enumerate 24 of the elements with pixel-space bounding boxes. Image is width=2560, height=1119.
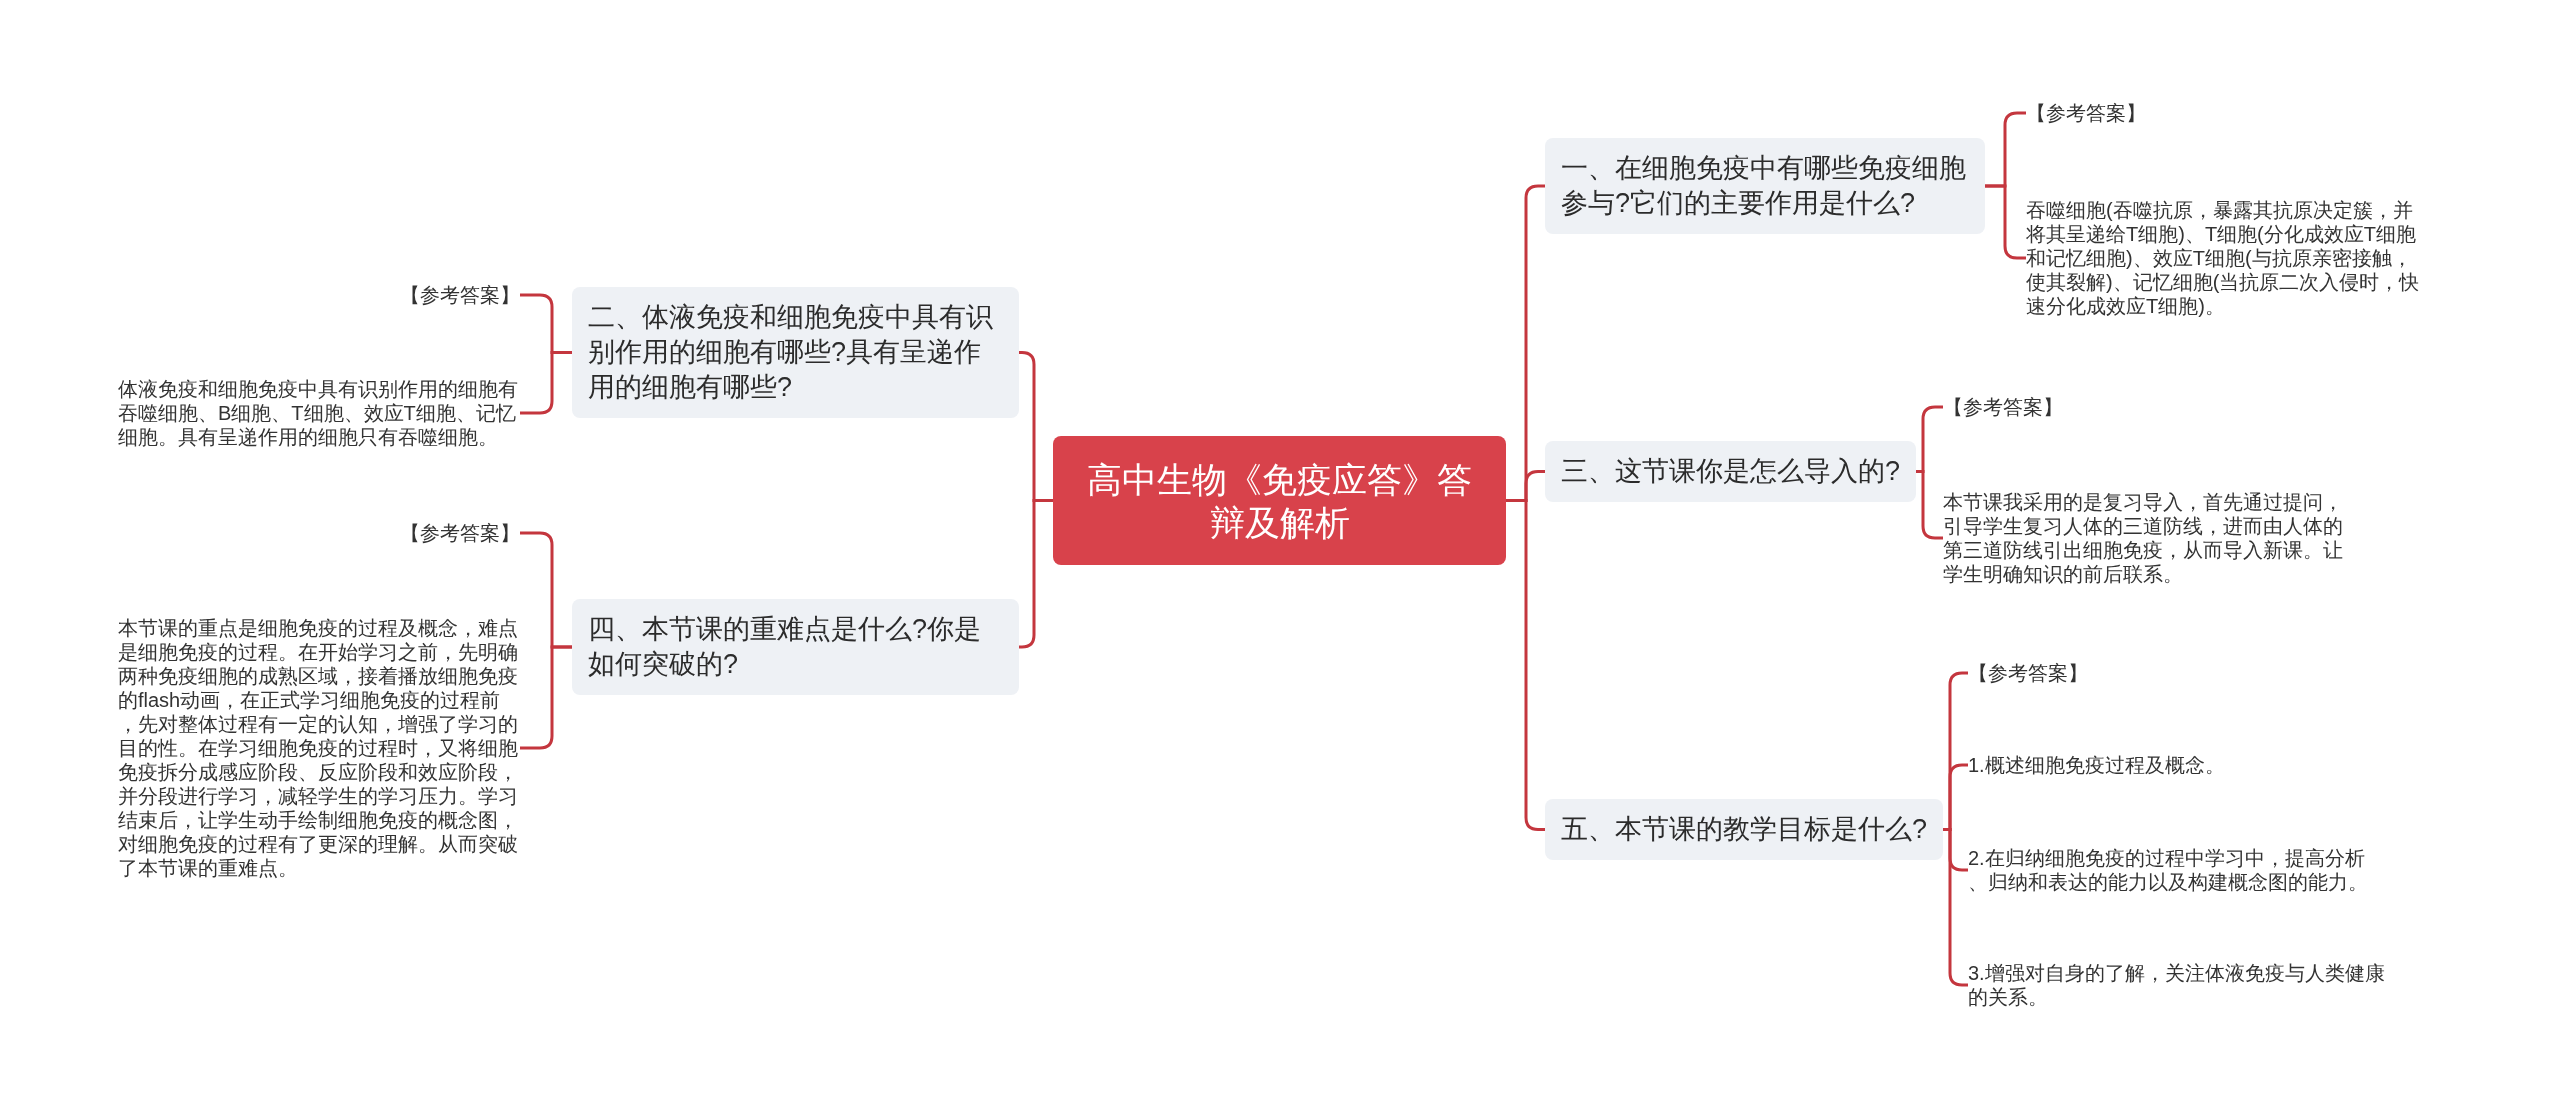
answer-text: 2.在归纳细胞免疫的过程中学习中，提高分析、归纳和表达的能力以及构建概念图的能力。 [1968, 846, 2370, 894]
answer-heading: 【参考答案】 [1968, 661, 2088, 685]
central-topic-title: 高中生物《免疫应答》答辩及解析 [1086, 458, 1473, 544]
topic-box [572, 599, 1019, 695]
topic-box [1545, 441, 1917, 502]
answer-heading: 【参考答案】 [400, 521, 520, 545]
answer-heading: 【参考答案】 [2026, 101, 2146, 125]
answer-heading: 【参考答案】 [1943, 395, 2063, 419]
question-text: 一、在细胞免疫中有哪些免疫细胞参与?它们的主要作用是什么? [1561, 152, 1967, 220]
question-text: 四、本节课的重难点是什么?你是如何突破的? [588, 613, 983, 681]
answer-heading: 【参考答案】 [400, 283, 520, 307]
question-text: 二、体液免疫和细胞免疫中具有识别作用的细胞有哪些?具有呈递作用的细胞有哪些? [588, 301, 994, 404]
topic-box [1545, 799, 1944, 860]
answer-text: 本节课的重点是细胞免疫的过程及概念，难点是细胞免疫的过程。在开始学习之前，先明确两种免疫细胞的成熟区域，接着播放细胞免疫的flash动画，在正式学习细胞免疫的过程前，先对整体过程有一定的认知，增强了学习的目的性。在学习细胞免疫的过程时，又将细胞免疫拆分成感应阶段、反应阶段和效应阶段，并分段进行学习，减轻学生的学习压力。学习结束后，让学生动手绘制细胞免疫的概念图，对细胞免疫的过程有了更深的理解。从而突破了本节课的重难点。 [118, 616, 520, 880]
central-topic-box [1053, 436, 1506, 565]
topic-box [572, 287, 1019, 418]
topic-box [1545, 138, 1985, 234]
question-text: 五、本节课的教学目标是什么? [1561, 813, 1928, 846]
answer-text: 1.概述细胞免疫过程及概念。 [1968, 753, 2225, 777]
answer-text: 本节课我采用的是复习导入，首先通过提问，引导学生复习人体的三道防线，进而由人体的第三道防线引出细胞免疫，从而导入新课。让学生明确知识的前后联系。 [1943, 490, 2345, 586]
question-text: 三、这节课你是怎么导入的? [1561, 455, 1901, 488]
answer-text: 3.增强对自身的了解，关注体液免疫与人类健康的关系。 [1968, 961, 2393, 1009]
answer-text: 体液免疫和细胞免疫中具有识别作用的细胞有吞噬细胞、B细胞、T细胞、效应T细胞、记忆细胞。具有呈递作用的细胞只有吞噬细胞。 [118, 377, 520, 449]
answer-text: 吞噬细胞(吞噬抗原，暴露其抗原决定簇，并将其呈递给T细胞)、T细胞(分化成效应T细胞和记忆细胞)、效应T细胞(与抗原亲密接触，使其裂解)、记忆细胞(当抗原二次入侵时，快速分化成效应T细胞)。 [2026, 198, 2428, 318]
